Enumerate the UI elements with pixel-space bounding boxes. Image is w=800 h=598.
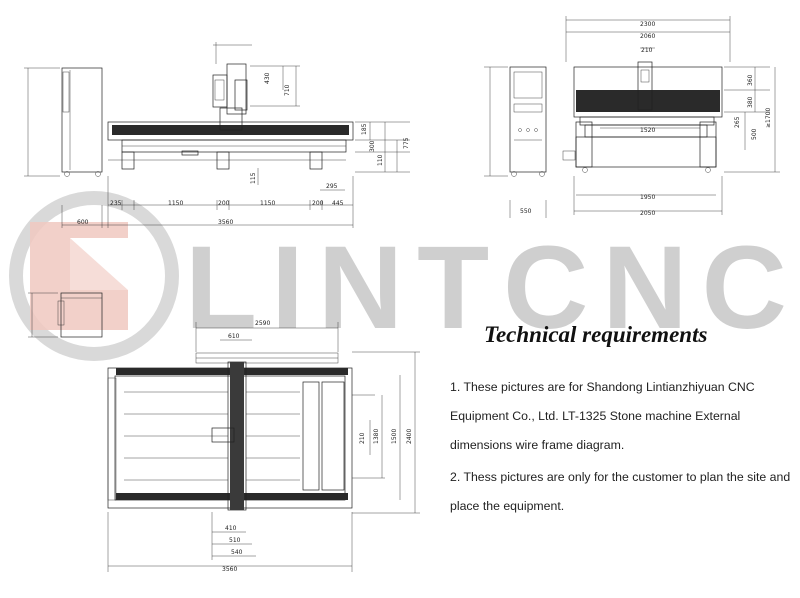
front-dim-430: 430	[264, 72, 271, 84]
side-dim-1520: 1520	[640, 127, 655, 134]
side-dim-1950: 1950	[640, 194, 655, 201]
top-machine-body	[107, 352, 353, 511]
side-dim-360: 360	[747, 74, 754, 86]
watermark: LINTCNC	[9, 191, 800, 361]
top-dim-1380: 1380	[373, 429, 380, 444]
front-dim-200-right: 200	[312, 200, 324, 207]
technical-requirements-heading: Technical requirements	[484, 322, 708, 347]
side-dim-1700: ≥1700	[765, 108, 772, 128]
side-control-cabinet	[484, 66, 547, 218]
front-dim-775: 775	[403, 137, 410, 149]
front-dim-185: 185	[361, 123, 368, 135]
side-dim-550: 550	[520, 208, 532, 215]
front-view: 235 1150 200 1150 200 445 3560 600 430 7…	[24, 42, 410, 228]
side-machine-body	[562, 61, 723, 173]
top-dim-510: 510	[229, 537, 241, 544]
front-dim-710: 710	[284, 84, 291, 96]
side-dim-500: 500	[751, 128, 758, 140]
side-dim-2060: 2060	[640, 33, 655, 40]
side-view: 2300 2060 210 360 380 ≥1700 265 500 1520…	[484, 16, 780, 218]
side-dim-380: 380	[747, 96, 754, 108]
top-dim-410: 410	[225, 525, 237, 532]
front-dim-200-mid: 200	[218, 200, 230, 207]
front-dim-445: 445	[332, 200, 344, 207]
front-dim-600: 600	[77, 219, 89, 226]
front-dim-235: 235	[110, 200, 122, 207]
front-dim-1150-left: 1150	[168, 200, 183, 207]
top-dim-540: 540	[231, 549, 243, 556]
top-control-cabinet	[28, 292, 103, 338]
top-dim-2590: 2590	[255, 320, 270, 327]
top-dim-3560: 3560	[222, 566, 237, 573]
front-dim-115: 115	[250, 172, 257, 184]
side-dim-2050: 2050	[640, 210, 655, 217]
front-dim-3560: 3560	[218, 219, 233, 226]
front-dim-1150-right: 1150	[260, 200, 275, 207]
requirement-item: 1. These pictures are for Shandong Linti…	[450, 380, 755, 452]
top-dim-2400: 2400	[406, 429, 413, 444]
top-dim-210: 210	[359, 432, 366, 444]
front-dim-110: 110	[377, 154, 384, 166]
top-dim-1500: 1500	[391, 429, 398, 444]
brand-watermark-text: LINTCNC	[185, 222, 800, 354]
top-dimension-lines	[107, 322, 420, 572]
requirement-item: 2. Thess pictures are only for the custo…	[450, 470, 791, 513]
front-dimension-lines	[62, 42, 410, 228]
front-dim-295: 295	[326, 183, 338, 190]
side-dim-2300: 2300	[640, 21, 655, 28]
side-dimension-lines	[565, 16, 780, 215]
top-dim-610: 610	[228, 333, 240, 340]
top-view: 2590 610 210 1380 1500 2400 410 510 540 …	[28, 292, 420, 573]
front-machine-body	[107, 63, 354, 170]
brand-logo-icon	[9, 191, 179, 361]
side-dim-265: 265	[734, 116, 741, 128]
side-dim-210: 210	[641, 47, 653, 54]
front-dim-300: 300	[369, 140, 376, 152]
front-control-cabinet	[24, 67, 103, 228]
